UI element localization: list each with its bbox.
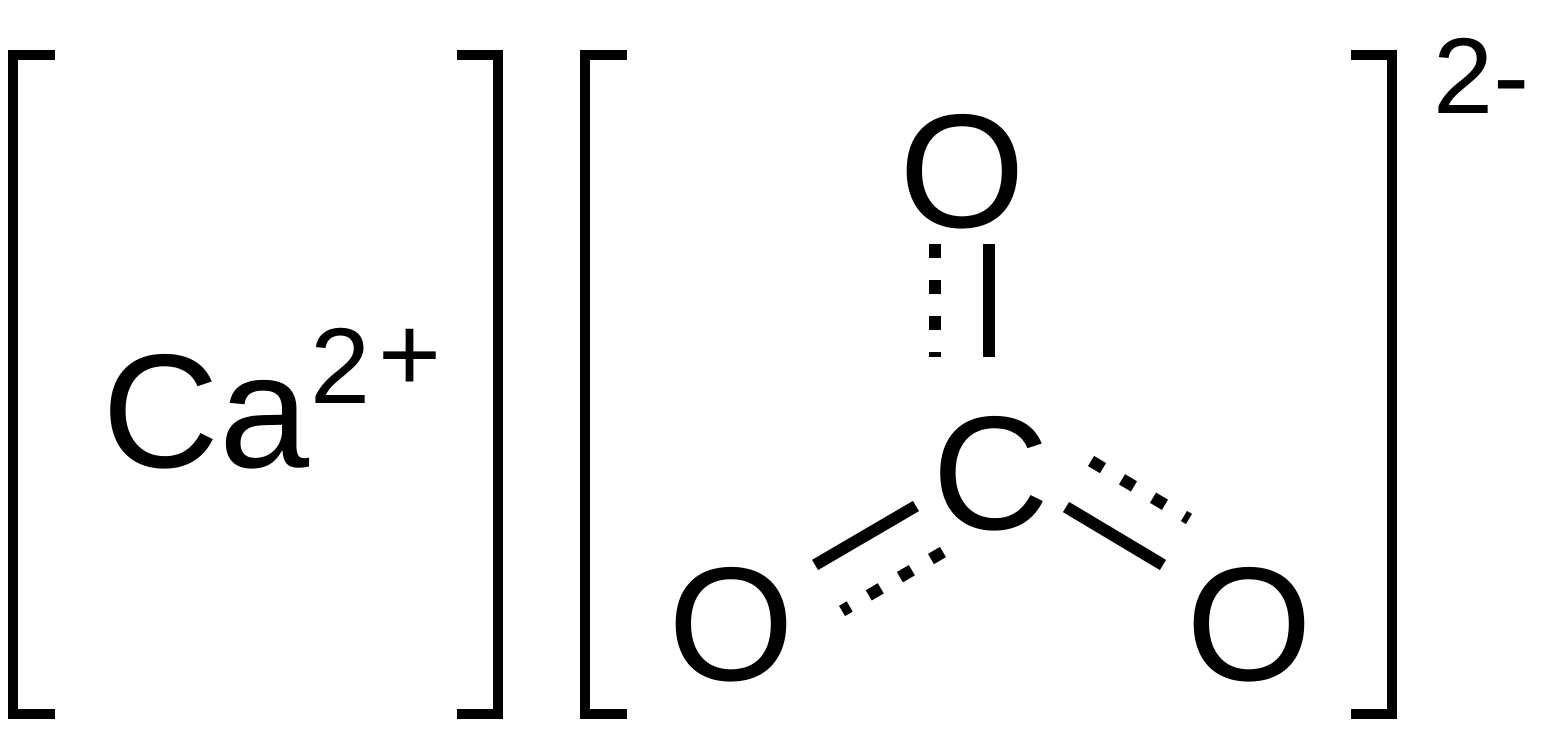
- cation-charge-sign: +: [378, 293, 441, 414]
- cation-right-bracket: [457, 50, 503, 719]
- bond-left-solid: [811, 500, 920, 571]
- cation-left-bracket: [8, 50, 55, 719]
- cation-brackets: [8, 50, 503, 719]
- solid-bonds: [811, 244, 1167, 571]
- anion-right-bracket: [1351, 50, 1397, 719]
- bond-right-solid: [1062, 501, 1167, 571]
- oxygen-bottom-left: O: [668, 534, 794, 715]
- anion-left-bracket: [580, 50, 627, 719]
- anion-charge: 2-: [1433, 15, 1529, 136]
- cation-symbol: Ca: [102, 321, 310, 502]
- cation-charge-number: 2: [310, 305, 370, 426]
- bond-right-dashed: [1087, 455, 1193, 525]
- oxygen-top: O: [899, 81, 1025, 262]
- oxygen-bottom-right: O: [1186, 534, 1312, 715]
- bond-left-dashed: [838, 546, 947, 617]
- carbon-center: C: [932, 383, 1049, 564]
- anion-brackets: [580, 50, 1397, 719]
